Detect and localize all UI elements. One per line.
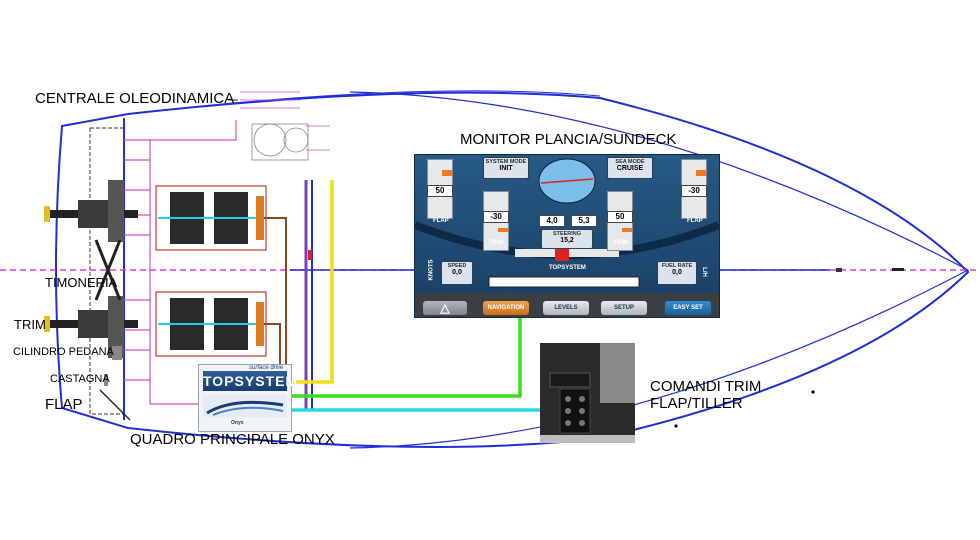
right-flap-label: FLAP xyxy=(687,218,703,224)
left-trim-value: -30 xyxy=(483,211,509,223)
sea-mode-value: CRUISE xyxy=(616,165,644,172)
label-comandi-2: FLAP/TILLER xyxy=(650,395,743,412)
left-trim-fill xyxy=(498,228,508,232)
surface-drive-lower xyxy=(155,291,267,357)
hull-inner-line xyxy=(127,90,601,115)
comandi-photo-drawing xyxy=(540,343,635,443)
label-quadro: QUADRO PRINCIPALE ONYX xyxy=(130,431,335,448)
fuel-value: 0,0 xyxy=(672,269,682,276)
steering-value: 15,2 xyxy=(560,237,574,244)
flap-link xyxy=(99,389,131,421)
up-button[interactable]: △ xyxy=(423,301,467,315)
bow-marker-2 xyxy=(892,268,904,271)
hull-inner-line-2 xyxy=(349,91,970,449)
fuel-box: FUEL RATE 0,0 xyxy=(657,261,697,285)
quadro-artwork xyxy=(203,395,287,417)
sea-mode-label: SEA MODE xyxy=(615,159,645,165)
green-cable xyxy=(290,316,522,398)
cilindro-pedana xyxy=(112,346,122,360)
left-flap-value: 50 xyxy=(427,185,453,197)
bow-marker xyxy=(836,268,842,272)
navigation-button[interactable]: NAVIGATION xyxy=(483,301,529,315)
hydraulic-pipes xyxy=(124,120,237,405)
speed-unit: KNOTS xyxy=(428,259,435,281)
steering-box: STEERING 15,2 xyxy=(541,229,593,249)
quadro-brand: Onyx xyxy=(231,420,244,426)
cylinder-upper xyxy=(44,180,138,242)
monitor-logo: TOPSYSTEM xyxy=(549,265,586,271)
left-flap-label: FLAP xyxy=(433,218,449,224)
quadro-panel: surface drive TOPSYSTEM Onyx xyxy=(198,364,299,432)
readout-right: 5,3 xyxy=(571,215,597,227)
levels-button[interactable]: LEVELS xyxy=(543,301,589,315)
right-trim-value: 50 xyxy=(607,211,633,223)
cylinder-lower xyxy=(44,296,138,358)
label-flap: FLAP xyxy=(45,396,83,413)
label-monitor-title: MONITOR PLANCIA/SUNDECK xyxy=(460,131,677,148)
dot-b xyxy=(674,424,678,428)
steering-label: STEERING xyxy=(552,231,582,237)
right-trim-fill xyxy=(622,228,632,232)
quadro-logo: TOPSYSTEM xyxy=(203,371,299,391)
fuel-label: FUEL RATE xyxy=(661,263,693,269)
right-trim-label: TRIM xyxy=(613,240,628,246)
cable-marker xyxy=(308,250,312,260)
system-mode-value: INIT xyxy=(499,165,513,172)
label-trim: TRIM xyxy=(14,317,46,332)
right-flap-value: -30 xyxy=(681,185,707,197)
sea-mode-box: SEA MODE CRUISE xyxy=(607,157,653,179)
right-flap-fill xyxy=(696,170,706,176)
system-mode-box: SYSTEM MODE INIT xyxy=(483,157,529,179)
monitor-screen: 50 FLAP -30 TRIM SYSTEM MODE INIT SEA MO… xyxy=(414,154,720,318)
label-comandi-1: COMANDI TRIM xyxy=(650,378,762,395)
label-centrale: CENTRALE OLEODINAMICA xyxy=(35,90,235,107)
label-castagna: CASTAGNA xyxy=(50,373,110,385)
castagna-part xyxy=(104,374,108,386)
setup-button[interactable]: SETUP xyxy=(601,301,647,315)
left-flap-fill xyxy=(442,170,452,176)
system-mode-label: SYSTEM MODE xyxy=(485,159,527,165)
speed-value: 0,0 xyxy=(452,269,462,276)
tiller-link xyxy=(94,239,122,301)
hull-outline xyxy=(55,91,970,448)
surface-drive-upper xyxy=(155,185,267,251)
easy-set-button[interactable]: EASY SET xyxy=(665,301,711,315)
label-timoneria: TIMONERIA xyxy=(45,275,118,290)
centrale-sketch xyxy=(240,91,330,161)
comandi-photo xyxy=(540,343,635,443)
speed-label: SPEED xyxy=(447,263,467,269)
readout-left: 4,0 xyxy=(539,215,565,227)
label-cilindro: CILINDRO PEDANA xyxy=(13,346,114,358)
quadro-wave-icon xyxy=(206,400,284,416)
left-trim-label: TRIM xyxy=(489,240,504,246)
fuel-unit: L/H xyxy=(700,267,707,277)
quadro-subtitle: surface drive xyxy=(249,365,284,371)
monitor-graphics xyxy=(415,158,719,288)
dot-a xyxy=(811,390,815,394)
yellow-cable xyxy=(290,180,334,384)
speed-box: SPEED 0,0 xyxy=(441,261,473,285)
